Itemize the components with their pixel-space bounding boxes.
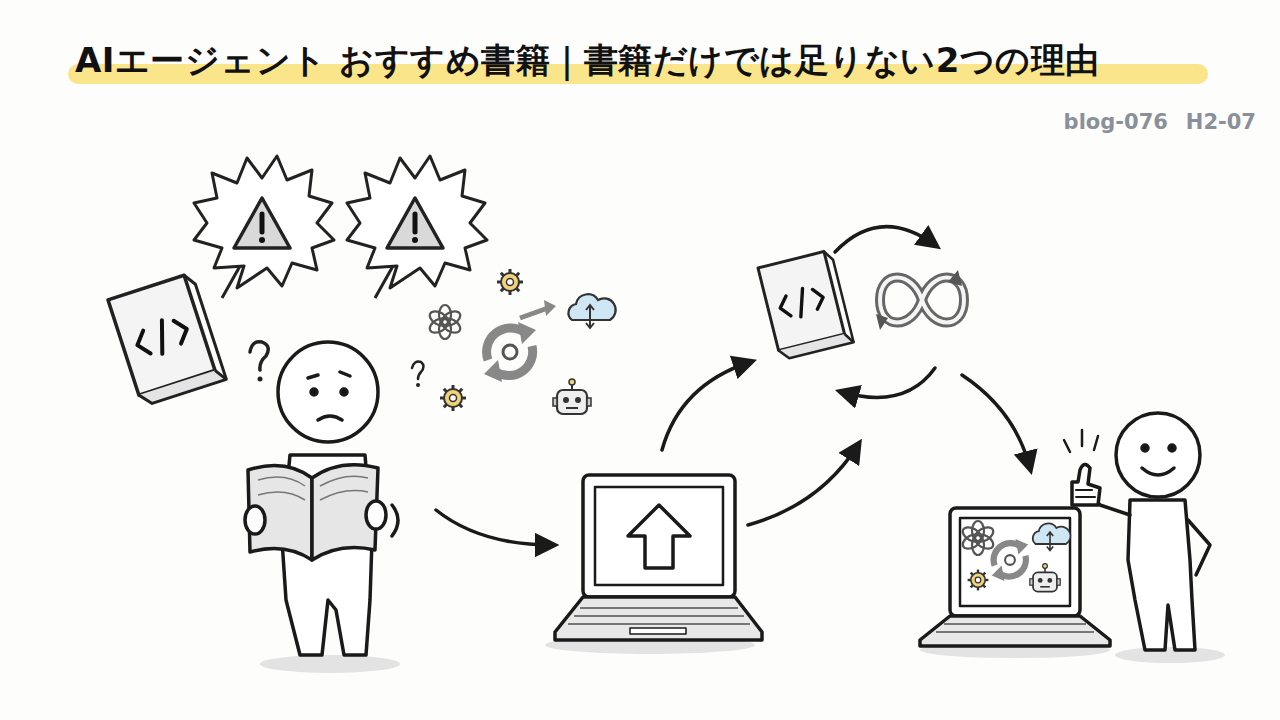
open-book — [245, 465, 386, 560]
laptop-success — [920, 508, 1110, 646]
page-code: H2-07 — [1186, 110, 1256, 134]
question-mark — [250, 342, 268, 370]
ai-icons — [960, 521, 1070, 592]
infinity-loop — [876, 270, 964, 330]
happy-person — [1064, 413, 1210, 650]
ai-icons — [427, 269, 615, 414]
warning-bubble — [347, 156, 487, 298]
warning-bubble — [194, 156, 334, 298]
code-book — [108, 273, 226, 407]
diagram-title: AIエージェント おすすめ書籍｜書籍だけでは足りない2つの理由 — [75, 38, 1100, 84]
code-book — [758, 250, 854, 360]
laptop-upload — [555, 475, 762, 640]
question-mark — [412, 362, 424, 379]
page-code: blog-076 — [1064, 110, 1168, 134]
